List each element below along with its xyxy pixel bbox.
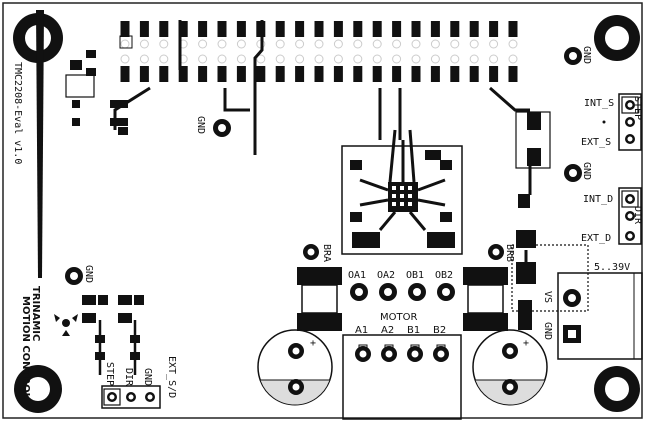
plus-right: + [523, 338, 529, 349]
gnd-testpoint-top-right [564, 47, 582, 65]
int-s-label: INT_S [584, 98, 614, 109]
brb-label: BRB [504, 244, 515, 262]
plus-left: + [310, 338, 316, 349]
testpoint-ob1 [408, 283, 426, 301]
ext-s-label: EXT_S [581, 137, 611, 148]
motor-label: MOTOR [380, 312, 417, 323]
header-pad [315, 55, 324, 82]
header-pad [450, 55, 459, 82]
motor-pad-label-a2: A2 [381, 325, 394, 336]
header-pad [256, 55, 265, 82]
board-title: TMC2208-Eval v1.0 [12, 62, 23, 164]
header-pad [218, 21, 227, 48]
motor-pad-label-b2: B2 [433, 325, 446, 336]
gnd-label-power: GND [542, 322, 553, 340]
vs-label: VS [542, 291, 553, 303]
gnd-label-top-left: GND [195, 116, 206, 134]
mounting-hole-br [594, 366, 640, 412]
motor-pad-label-b1: B1 [407, 325, 420, 336]
gnd-testpoint-mid-right [564, 164, 582, 182]
header-pad [276, 21, 285, 48]
header-pad [295, 55, 304, 82]
header-pad [470, 55, 479, 82]
header-pad [159, 21, 168, 48]
header-pad [470, 21, 479, 48]
testpoint-brb [488, 244, 504, 260]
ext-d-label: EXT_D [581, 233, 611, 244]
header-pad [159, 55, 168, 82]
header-pad [315, 21, 324, 48]
header-pad [431, 55, 440, 82]
header-pad [489, 21, 498, 48]
header-pad [140, 21, 149, 48]
step-pin-label: STEP [104, 362, 115, 386]
header-pad [392, 21, 401, 48]
header-pad [198, 55, 207, 82]
gnd-label-mid-right: GND [581, 162, 592, 180]
dir-pin-label: DIR [123, 368, 134, 387]
ext-sd-label: EXT_S/D [166, 356, 177, 398]
gnd-testpoint-top-left [213, 119, 231, 137]
header-pad [218, 55, 227, 82]
header-pad [198, 21, 207, 48]
motor-pad-label-a1: A1 [355, 325, 368, 336]
header-pad [121, 21, 130, 48]
testpoint-oa2 [379, 283, 397, 301]
header-pad [295, 21, 304, 48]
header-pad [276, 55, 285, 82]
int-d-label: INT_D [583, 194, 613, 205]
header-pad [334, 55, 343, 82]
header-pad [237, 21, 246, 48]
header-pad [509, 55, 518, 82]
testpoint-ob2 [437, 283, 455, 301]
header-pad [237, 55, 246, 82]
testpoint-oa1 [350, 283, 368, 301]
header-pad [431, 21, 440, 48]
header-pad [121, 55, 130, 82]
gnd-label-top-right: GND [581, 46, 592, 64]
testpoint-label-oa1: OA1 [348, 270, 366, 281]
header-pad [412, 21, 421, 48]
dir-label: DIR [632, 206, 643, 225]
header-pad [353, 21, 362, 48]
testpoint-label-ob2: OB2 [435, 270, 453, 281]
logo-sub: MOTION CONTROL [20, 296, 31, 400]
header-pad [489, 55, 498, 82]
header-pad [353, 55, 362, 82]
mounting-hole-tr [594, 15, 640, 61]
testpoint-label-ob1: OB1 [406, 270, 424, 281]
header-pad [373, 55, 382, 82]
gnd-pin-label: GND [142, 368, 153, 386]
supply-label: 5..39V [594, 262, 630, 273]
testpoint-label-oa2: OA2 [377, 270, 395, 281]
header-pad [450, 21, 459, 48]
bra-label: BRA [321, 244, 332, 262]
testpoint-bra [303, 244, 319, 260]
header-pad [509, 21, 518, 48]
header-pad [140, 55, 149, 82]
header-pad [334, 21, 343, 48]
header-pad [412, 55, 421, 82]
gnd-testpoint-left [65, 267, 83, 285]
header-pad [373, 21, 382, 48]
header-pad [392, 55, 401, 82]
step-label: STEP [632, 96, 643, 120]
gnd-label-left: GND [83, 265, 94, 283]
